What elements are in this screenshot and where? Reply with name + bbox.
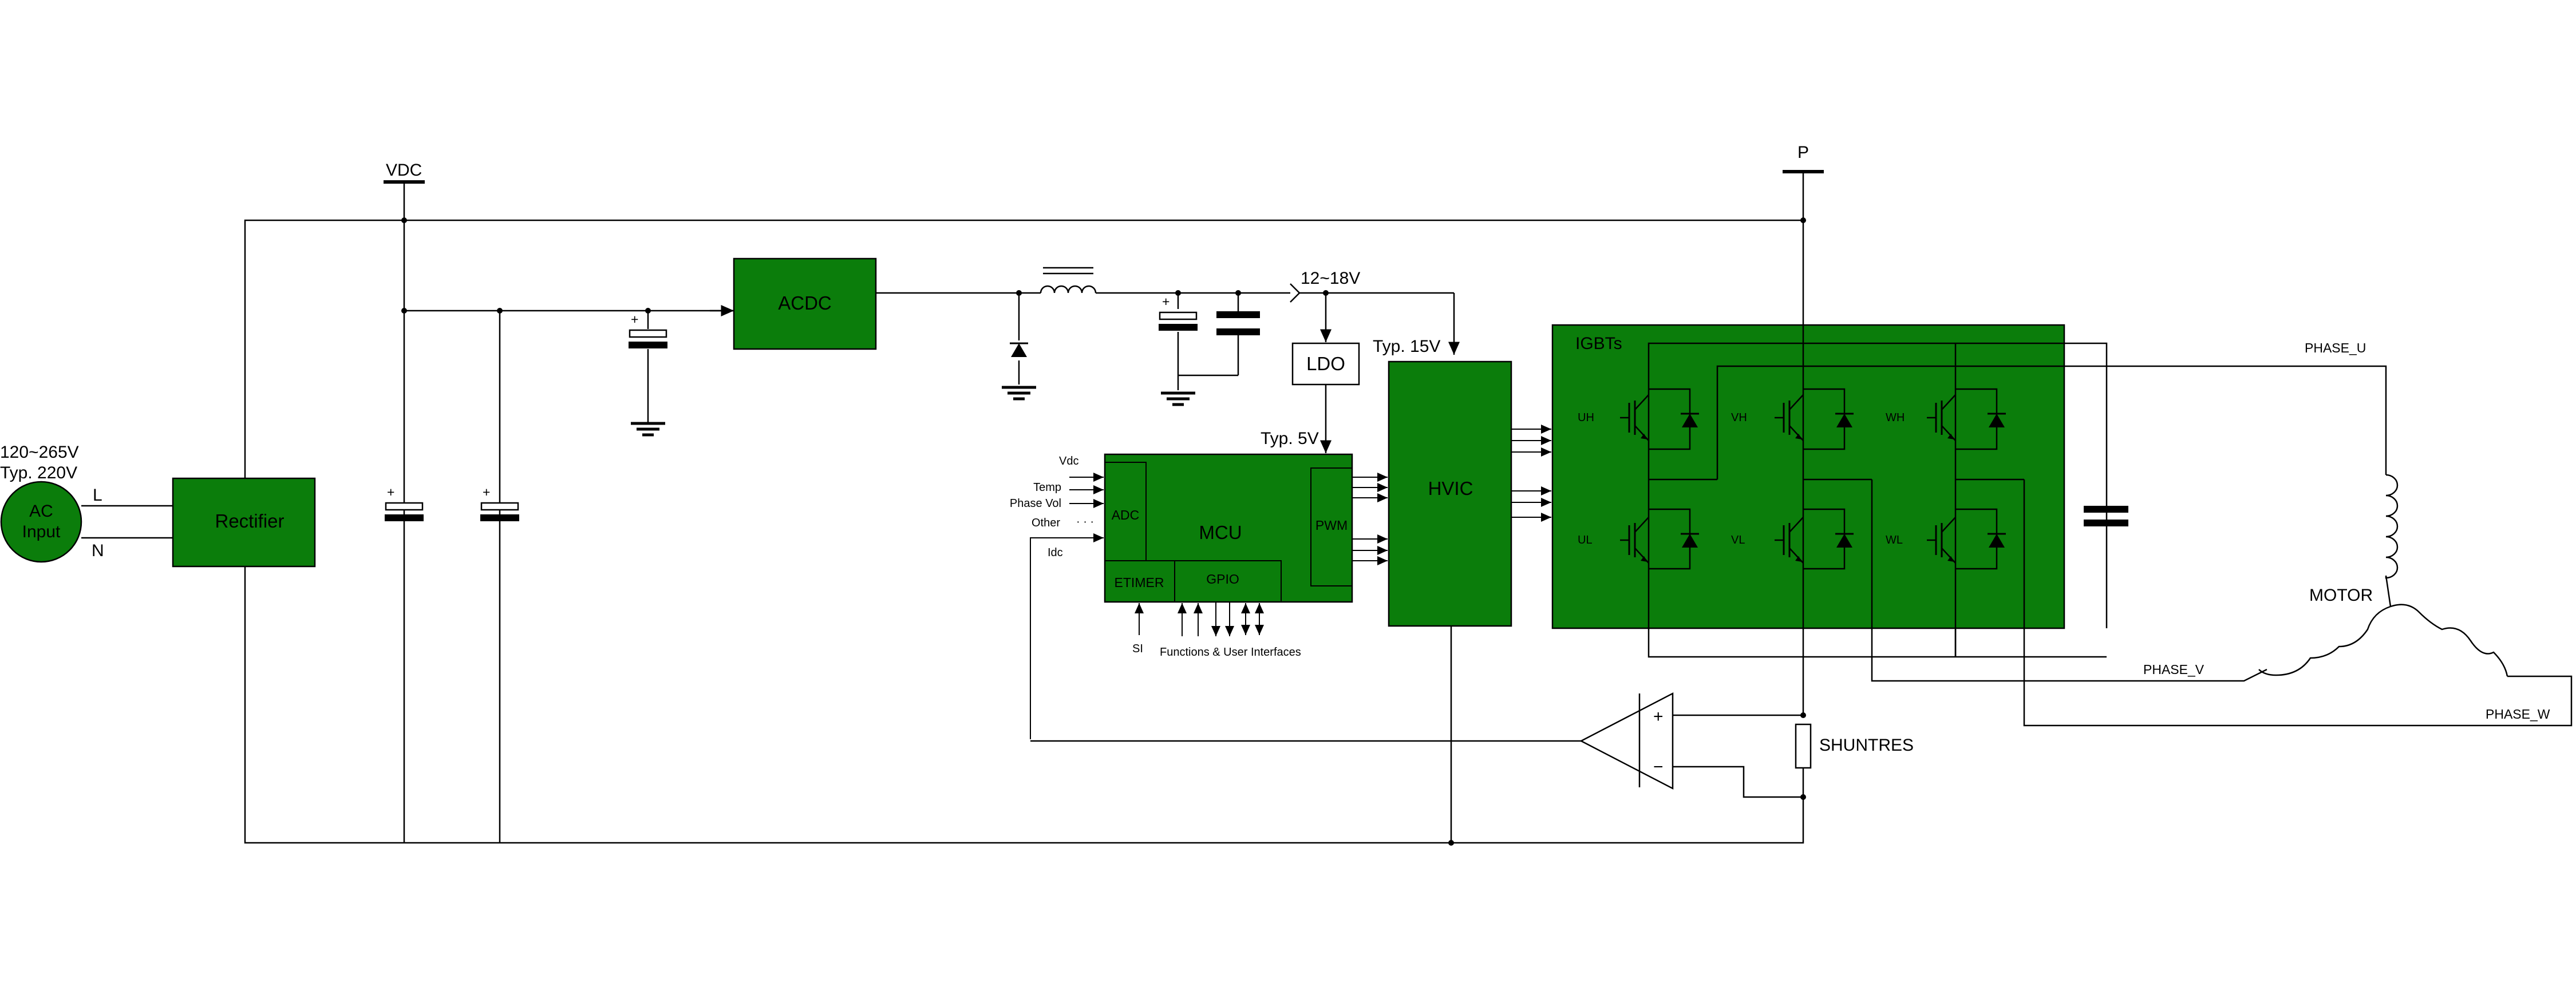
input-idc-label: Idc	[1048, 546, 1063, 559]
vdc-label: VDC	[386, 161, 422, 180]
dc-link-capacitor	[2084, 506, 2128, 526]
cap-plus-2: +	[483, 485, 490, 500]
cap-plus-3: +	[631, 312, 638, 327]
acdc-label: ACDC	[778, 292, 832, 314]
etimer-label: ETIMER	[1115, 575, 1164, 590]
gpio-label: GPIO	[1206, 572, 1239, 586]
adc-label: ADC	[1112, 508, 1140, 522]
ground-icon	[1002, 387, 1036, 399]
gpio-block	[1174, 560, 1282, 602]
uh-label: UH	[1578, 411, 1594, 424]
output-capacitor	[1157, 311, 1199, 332]
phase-u-label: PHASE_U	[2305, 340, 2366, 355]
pwm-block	[1310, 467, 1353, 586]
mcu-label: MCU	[1199, 522, 1242, 543]
ul-label: UL	[1578, 534, 1593, 546]
ldo-label: LDO	[1306, 353, 1345, 374]
current-sense-amplifier	[1030, 692, 1803, 798]
p-label: P	[1797, 143, 1809, 162]
line-l-label: L	[93, 486, 102, 505]
pwm-label: PWM	[1315, 518, 1348, 533]
wh-label: WH	[1886, 411, 1905, 424]
dc-bus-wiring	[244, 170, 1824, 844]
typ-15v-label: Typ. 15V	[1373, 337, 1440, 356]
acdc-block	[733, 257, 877, 350]
typ-5v-label: Typ. 5V	[1261, 429, 1319, 448]
input-vdc-label: Vdc	[1059, 455, 1078, 467]
ground-icon	[1161, 393, 1195, 405]
phase-v-label: PHASE_V	[2143, 662, 2204, 677]
wl-label: WL	[1886, 534, 1903, 546]
line-n-label: N	[92, 541, 104, 560]
vh-label: VH	[1731, 411, 1747, 424]
igbt-module	[1551, 324, 2065, 629]
ac-input-source	[0, 481, 82, 563]
phase-w-label: PHASE_W	[2486, 707, 2550, 722]
cap-plus-1: +	[387, 485, 394, 500]
hvic-block	[1388, 360, 1512, 627]
ac-range-label: 120~265V	[0, 443, 79, 462]
shuntres-label: SHUNTRES	[1819, 736, 1914, 755]
input-other-label: Other	[1032, 517, 1060, 529]
functions-label: Functions & User Interfaces	[1160, 646, 1301, 659]
input-dots-label: · · ·	[1076, 516, 1094, 528]
diode-icon	[1009, 342, 1029, 358]
ldo-block	[1291, 342, 1360, 386]
si-label: SI	[1132, 643, 1143, 655]
filter-capacitor	[1216, 311, 1260, 335]
opamp-minus-label: −	[1653, 758, 1664, 776]
hvic-label: HVIC	[1428, 478, 1473, 499]
motor-label: MOTOR	[2309, 586, 2373, 605]
acdc-input-capacitor	[627, 329, 669, 350]
rectifier-label: Rectifier	[215, 510, 284, 532]
input-phase-vol-label: Phase Vol	[1010, 497, 1061, 510]
opamp-plus-label: +	[1653, 707, 1664, 726]
ac-typ-label: Typ. 220V	[0, 463, 77, 482]
igbts-label: IGBTs	[1575, 334, 1622, 353]
mcu-input-arrows	[1030, 473, 1264, 739]
input-temp-label: Temp	[1033, 481, 1061, 494]
acdc-output-wiring	[876, 267, 1460, 453]
vl-label: VL	[1731, 534, 1745, 546]
rectifier-block	[172, 477, 316, 568]
gate-drive-arrows	[1511, 425, 1551, 522]
pwm-signal-arrows	[1352, 473, 1388, 565]
motor-windings	[2258, 474, 2508, 677]
v12-18-label: 12~18V	[1301, 269, 1360, 288]
ground-icon	[631, 423, 665, 435]
shunt-resistor	[1795, 723, 1812, 769]
cap-plus-4: +	[1162, 294, 1170, 309]
